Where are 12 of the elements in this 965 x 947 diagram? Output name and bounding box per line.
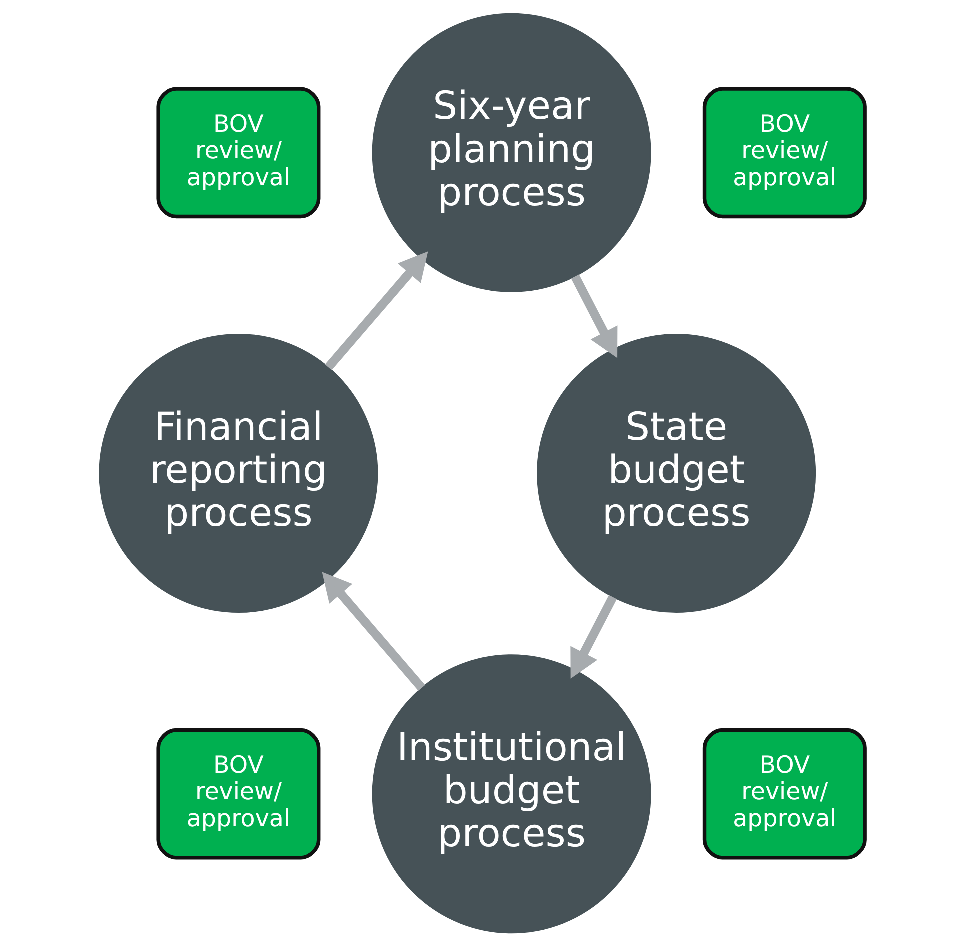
arrow bbox=[570, 595, 618, 679]
arrow bbox=[322, 572, 426, 692]
node-box: BOV review/ approval bbox=[702, 728, 867, 860]
arrow bbox=[325, 252, 428, 370]
node-circle: State budget process bbox=[537, 334, 816, 614]
node-box: BOV review/ approval bbox=[702, 87, 867, 219]
arrow bbox=[571, 274, 618, 358]
node-circle: Institutional budget process bbox=[372, 654, 652, 934]
node-box: BOV review/ approval bbox=[156, 728, 321, 860]
node-circle: Six-year planning process bbox=[372, 13, 652, 292]
node-circle: Financial reporting process bbox=[99, 334, 378, 614]
node-box: BOV review/ approval bbox=[156, 87, 321, 219]
